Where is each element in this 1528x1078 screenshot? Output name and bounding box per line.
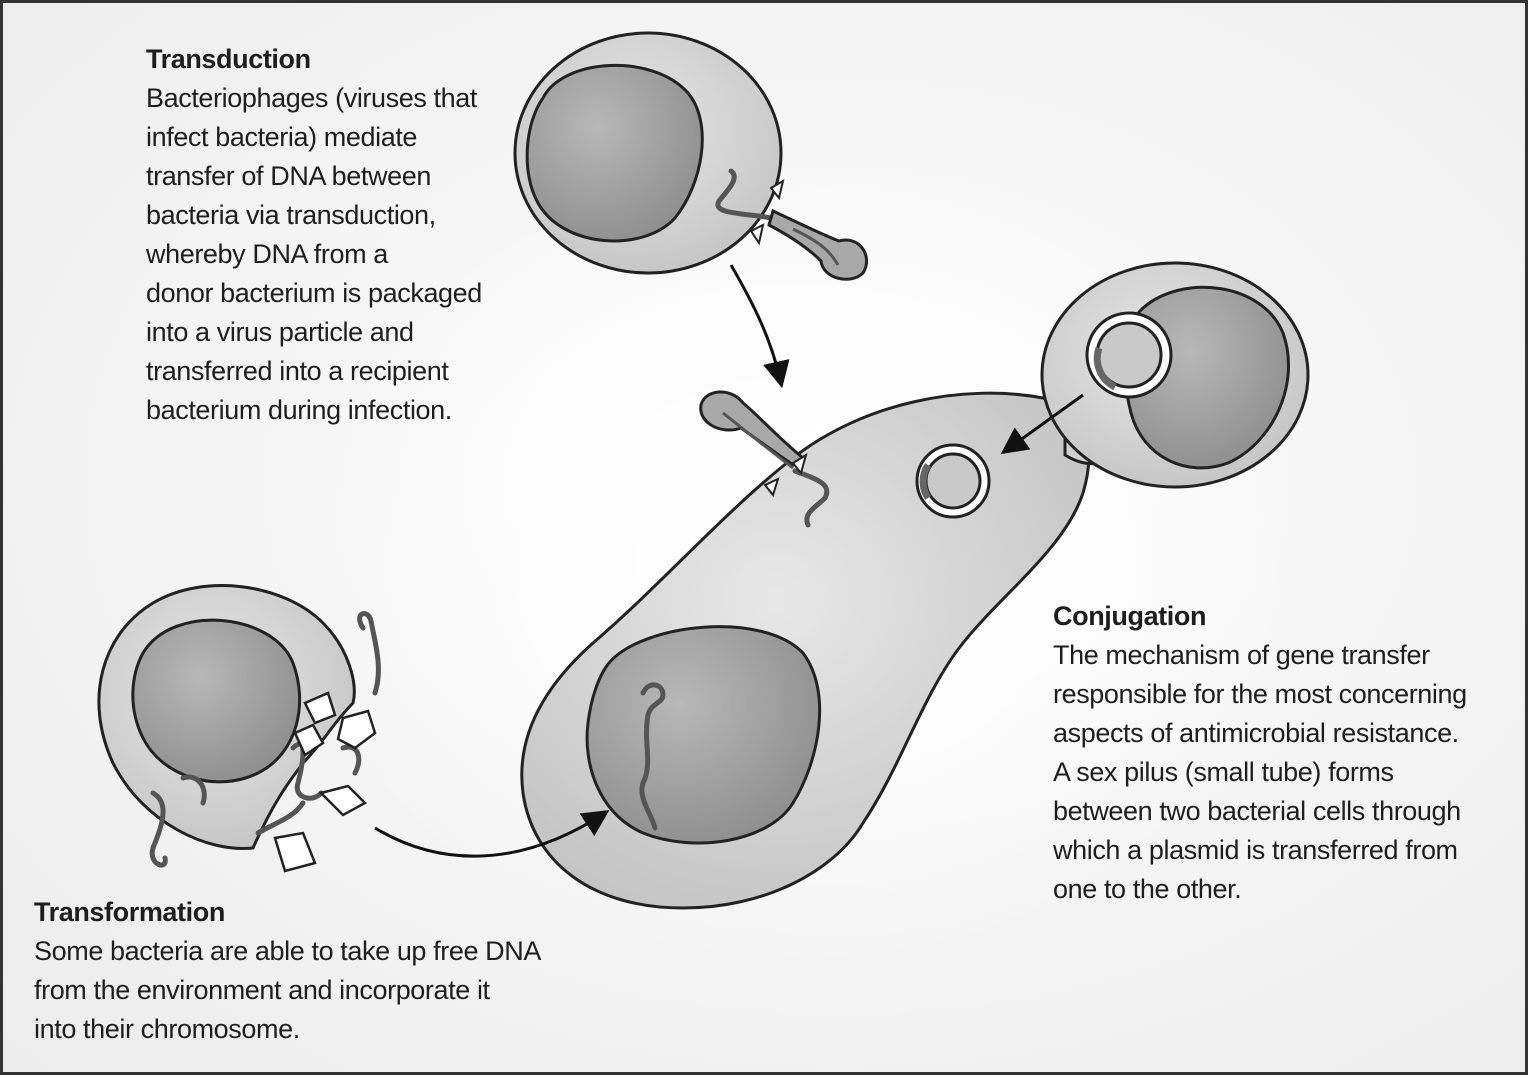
lysed-nucleoid	[131, 618, 301, 784]
gene-transfer-diagram	[97, 31, 1313, 983]
transformation-body: Some bacteria are able to take up free D…	[34, 936, 541, 1044]
conjugation-body: The mechanism of gene transfer responsib…	[1053, 640, 1467, 904]
recipient-nucleoid	[585, 625, 822, 845]
transduction-donor-nucleoid	[525, 64, 704, 243]
recipient-bacterium	[520, 391, 1091, 910]
recipient-integrated-dna	[639, 682, 666, 831]
conjugation-donor-bacterium	[1040, 261, 1310, 489]
transformation-title: Transformation	[34, 897, 225, 927]
bacteriophage-attached	[699, 390, 830, 528]
conjugation-title: Conjugation	[1053, 601, 1207, 631]
injected-dna	[792, 468, 830, 528]
arrow-conjugation	[1000, 393, 1084, 455]
transduction-donor-bacterium	[513, 31, 836, 275]
lysed-bacterium	[97, 584, 356, 851]
transformation-caption: Transformation Some bacteria are able to…	[34, 893, 594, 1049]
cell-debris	[273, 691, 377, 873]
transduction-body: Bacteriophages (viruses that infect bact…	[146, 83, 482, 425]
transduction-caption: Transduction Bacteriophages (viruses tha…	[146, 40, 526, 430]
arrow-transformation	[374, 810, 610, 858]
arrow-transduction	[729, 264, 790, 389]
bacteriophage-top	[767, 208, 869, 281]
transduction-title: Transduction	[146, 44, 311, 74]
conjugation-caption: Conjugation The mechanism of gene transf…	[1053, 597, 1513, 909]
